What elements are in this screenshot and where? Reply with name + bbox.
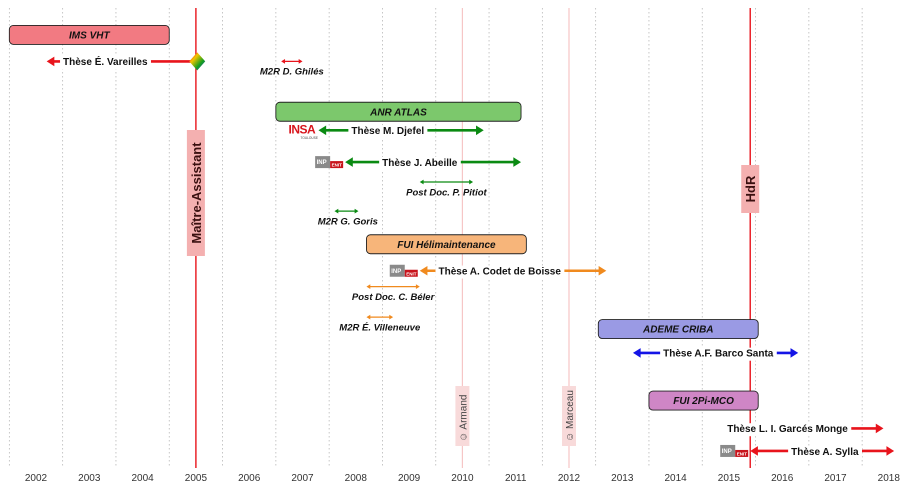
project-bar: [275, 101, 522, 122]
birth-label: ☺ Armand: [458, 395, 469, 442]
arrow-label: Thèse É. Vareilles: [63, 55, 148, 68]
enit-logo-block: [404, 269, 418, 277]
insa-logo: INSA: [288, 122, 316, 136]
enit-logo-block: [735, 449, 749, 457]
year-label: 2018: [878, 473, 901, 483]
arrow-head-right: [415, 284, 420, 290]
arrow-label-bg: [348, 125, 428, 139]
milestone-label: Maître-Assistant: [189, 142, 204, 244]
arrow-head-right: [886, 446, 895, 456]
milestone-label: HdR: [743, 175, 758, 202]
arrow-head-left: [345, 157, 353, 167]
arrow-label: Thèse J. Abeille: [382, 158, 458, 169]
year-label: 2006: [238, 473, 261, 483]
arrow-label: Thèse A. Sylla: [791, 447, 859, 458]
year-label: 2013: [611, 473, 634, 483]
arrow-head-right: [389, 314, 394, 320]
inp-logo-block: [315, 156, 331, 169]
arrow-label: Post Doc. P. Pitiot: [406, 187, 487, 198]
arrow-head-left: [419, 179, 424, 185]
arrow-label-bg: [724, 423, 852, 437]
inp-logo: INP: [722, 449, 732, 455]
arrow-head-left: [281, 59, 286, 64]
year-label: 2005: [185, 473, 208, 483]
inp-logo-block: [720, 444, 736, 457]
arrow-label-bg: [379, 156, 461, 170]
birth-label-box: [562, 386, 576, 446]
arrow-head-right: [476, 125, 484, 136]
arrow-label: Thèse L. I. Garcés Monge: [727, 424, 848, 435]
project-label: FUI Hélimaintenance: [397, 240, 496, 251]
arrow-head-right: [875, 423, 884, 434]
year-label: 2011: [505, 473, 527, 483]
year-label: 2003: [78, 473, 101, 483]
enit-logo-block: [330, 161, 344, 169]
year-grid: [8, 8, 863, 468]
enit-logo: ENIT: [332, 163, 343, 168]
birth-label: ☺ Marceau: [565, 390, 576, 442]
arrow-head-right: [298, 59, 303, 64]
project-bar: [648, 390, 759, 411]
project-bar: [366, 234, 527, 255]
arrow-head-left: [318, 125, 327, 136]
arrow-head-right: [598, 265, 607, 276]
year-label: 2012: [558, 473, 581, 483]
year-label: 2004: [131, 473, 154, 483]
enit-logo: ENIT: [737, 451, 748, 456]
arrow-head-left: [46, 56, 55, 67]
milestone-box: [186, 130, 205, 256]
arrow-head-right: [513, 157, 522, 167]
year-label: 2010: [451, 473, 474, 483]
ims-logo: [189, 52, 206, 71]
inp-logo: INP: [317, 160, 327, 166]
arrow-label: Thèse M. Djefel: [351, 126, 424, 137]
arrow-head-left: [334, 208, 339, 214]
milestone-box: [741, 165, 760, 213]
arrow-label: Thèse A.F. Barco Santa: [663, 349, 774, 360]
year-label: 2015: [718, 473, 741, 483]
enit-logo: ENIT: [406, 271, 417, 276]
arrow-label: M2R É. Villeneuve: [339, 322, 421, 333]
year-axis: 2002 2003 2004 2005 2006 2007 2008 2009 2010 2011…: [25, 473, 900, 483]
insa-logo-sub: TOULOUSE: [300, 136, 317, 140]
year-label: 2016: [771, 473, 794, 483]
project-label: IMS VHT: [69, 30, 110, 41]
inp-logo: INP: [391, 269, 401, 275]
arrow-head-left: [366, 284, 371, 290]
year-label: 2008: [345, 473, 368, 483]
arrow-label-bg: [788, 445, 862, 459]
arrow-head-left: [366, 314, 371, 320]
year-label: 2007: [291, 473, 314, 483]
project-layer: IMS VHT ANR ATLAS FUI HélimaintenanceADEME…: [8, 24, 759, 411]
arrow-head-left: [419, 265, 428, 276]
year-label: 2014: [664, 473, 687, 483]
milestone-layer: ☺ Armand ☺ Marceau Maître-Assistant HdR: [186, 8, 760, 468]
arrow-label-bg: [435, 265, 565, 279]
arrow-label-bg: [660, 347, 777, 361]
year-label: 2017: [824, 473, 847, 483]
project-label: ADEME CRIBA: [642, 325, 714, 336]
birth-label-box: [455, 386, 470, 446]
arrow-label: Post Doc. C. Béler: [352, 292, 436, 303]
arrow-label: M2R G. Goris: [318, 216, 378, 227]
project-label: ANR ATLAS: [369, 107, 427, 118]
arrow-label-bg: [60, 54, 151, 70]
arrow-head-right: [790, 348, 799, 358]
arrow-head-left: [632, 348, 641, 358]
project-label: FUI 2Pi-MCO: [673, 396, 734, 407]
arrow-head-right: [354, 208, 359, 214]
year-label: 2009: [398, 473, 421, 483]
inp-logo-block: [389, 264, 405, 277]
arrow-label: Thèse A. Codet de Boisse: [438, 267, 561, 278]
arrow-head-right: [469, 179, 474, 185]
arrow-label: M2R D. Ghilés: [260, 67, 324, 78]
arrow-head-left: [750, 446, 758, 456]
project-bar: [597, 319, 759, 339]
year-label: 2002: [25, 473, 48, 483]
project-bar: [8, 24, 170, 45]
